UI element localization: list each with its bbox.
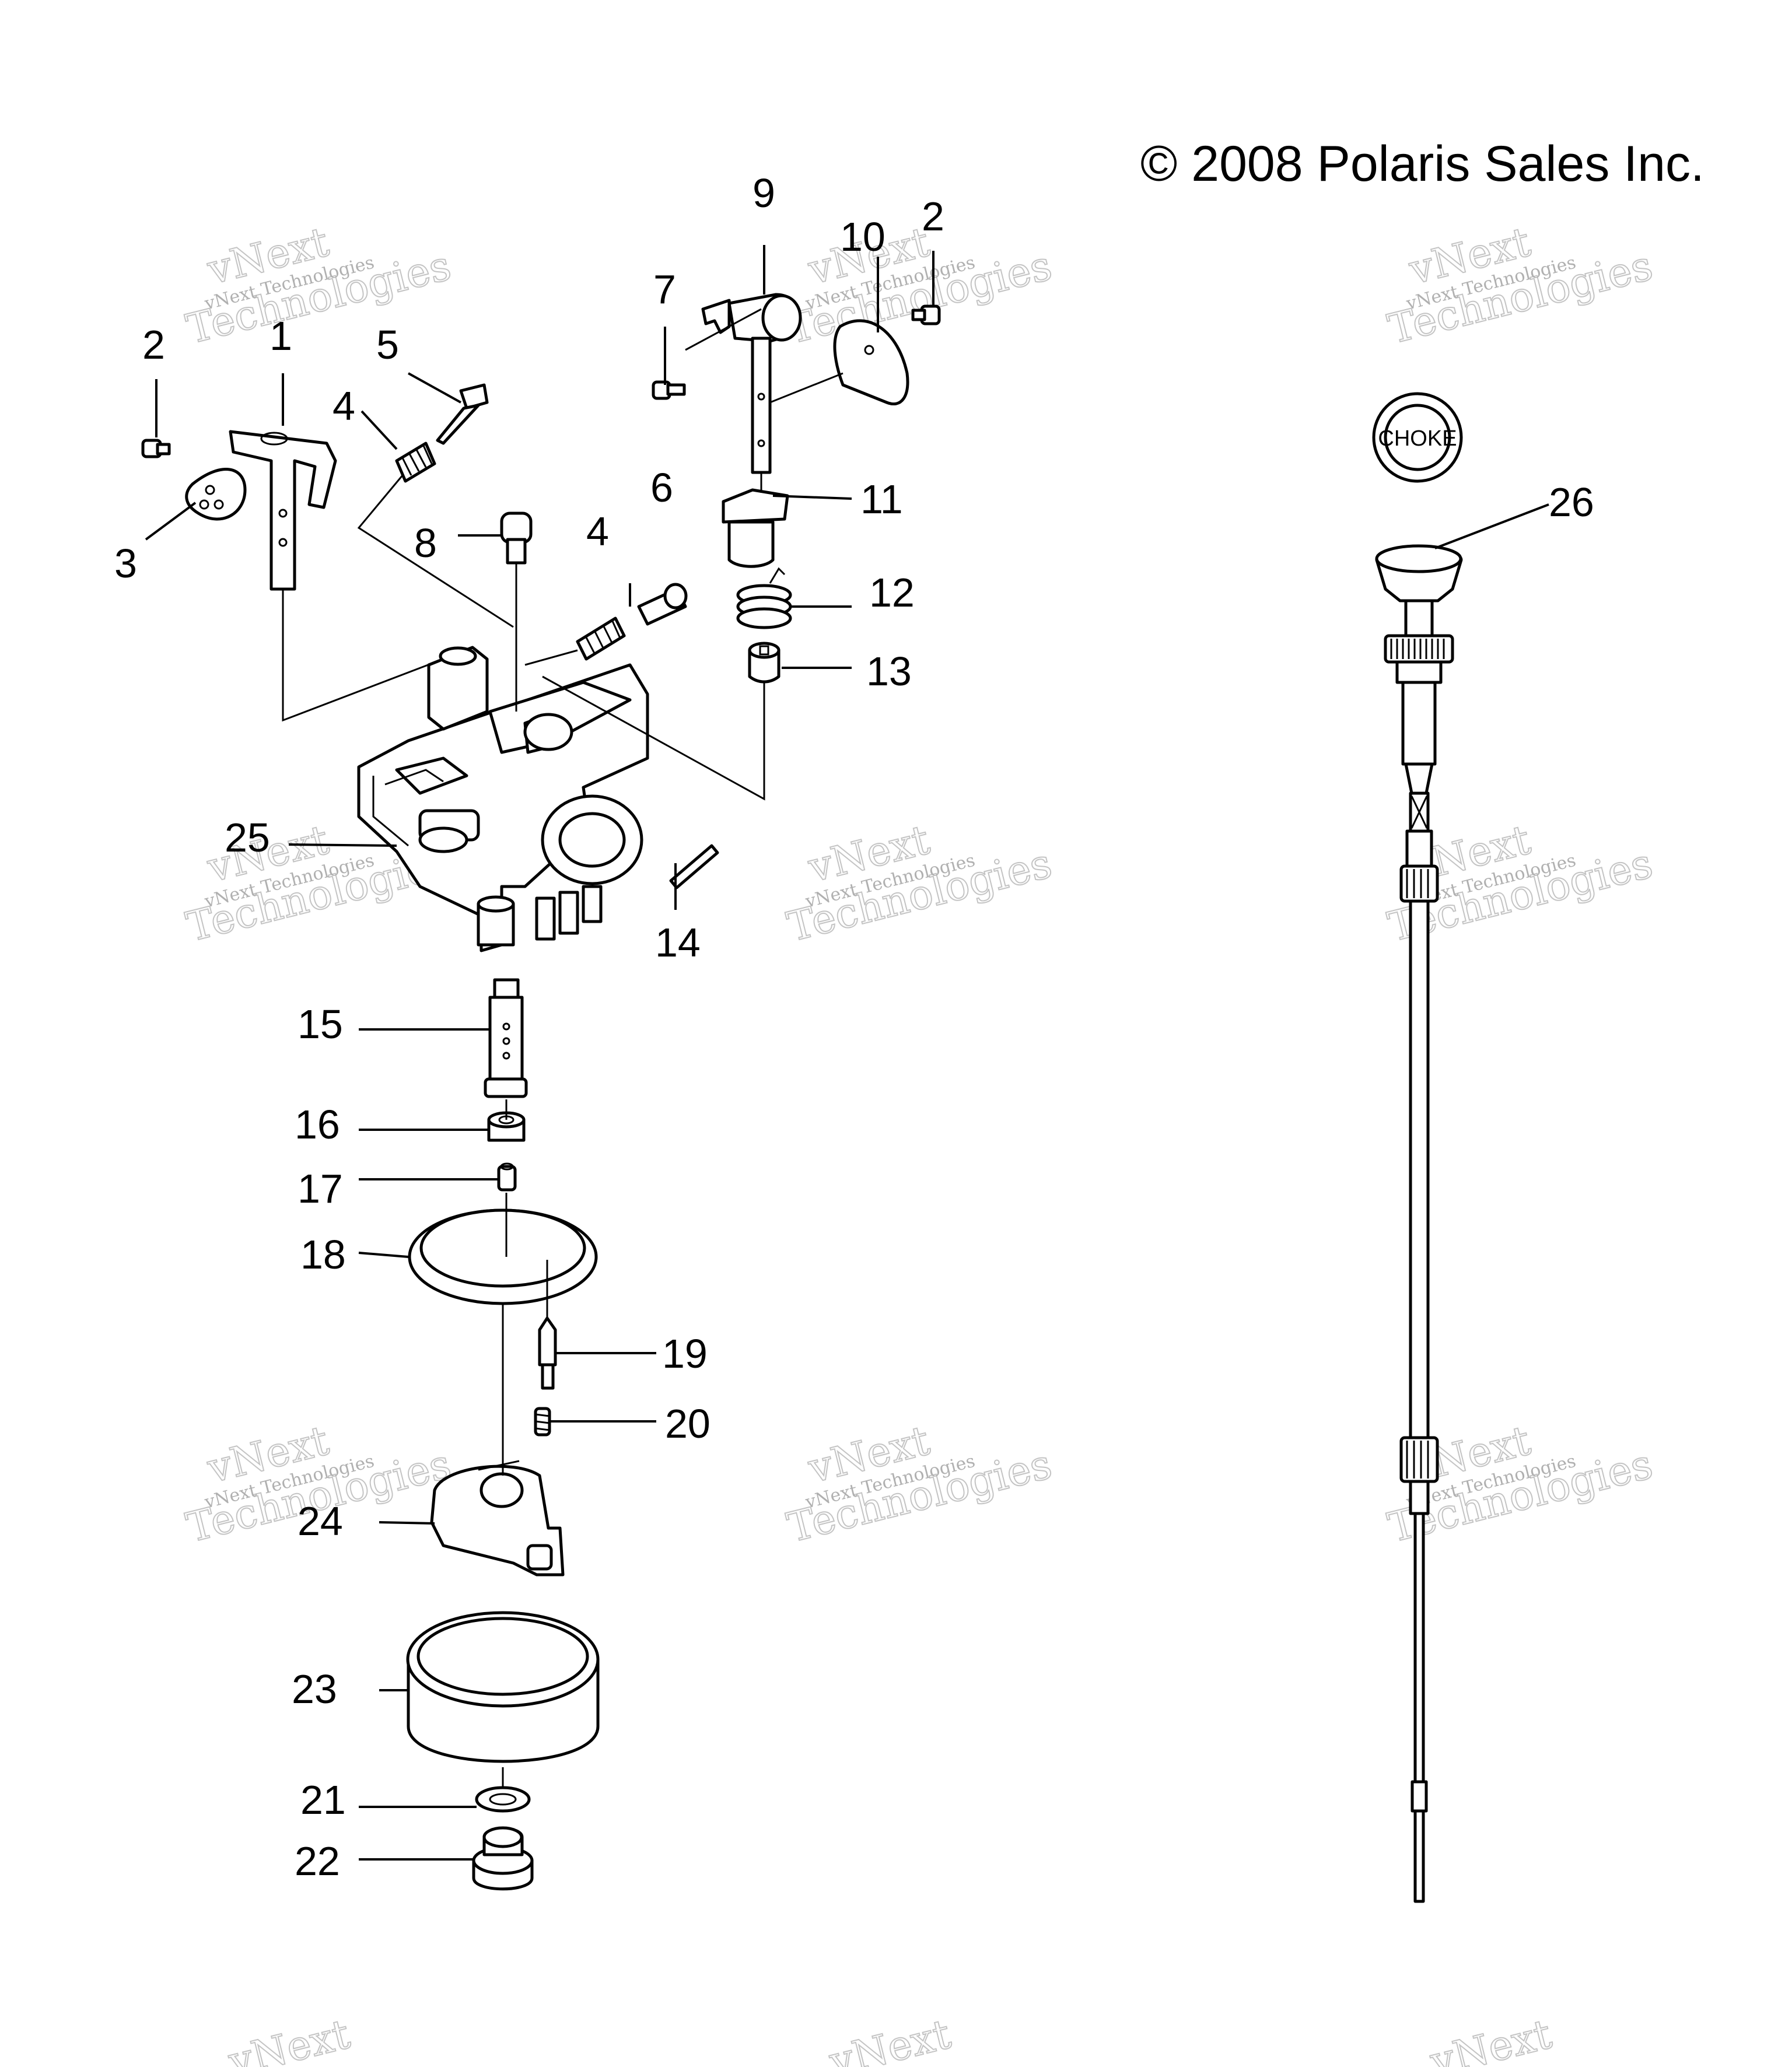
callout-12: 12 xyxy=(869,570,915,615)
part-22-drain-bolt xyxy=(472,1826,534,1891)
part-26-choke-cable xyxy=(1375,544,1463,1903)
callout-23: 23 xyxy=(292,1666,337,1712)
callout-26: 26 xyxy=(1549,479,1594,525)
watermark: vNext xyxy=(824,2009,956,2067)
svg-text:vNext: vNext xyxy=(1425,2010,1556,2067)
callout-11: 11 xyxy=(860,477,903,522)
watermark: vNext Technologies vNext Technologies xyxy=(181,217,456,353)
watermark: vNext Technologies vNext Technologies xyxy=(782,1416,1057,1552)
callout-4-middle: 4 xyxy=(586,509,609,554)
part-25-carburetor-body xyxy=(357,646,649,952)
part-4-spring-upper xyxy=(395,442,436,483)
part-17-main-jet xyxy=(497,1162,517,1192)
watermark: vNext Technologies vNext Technologies xyxy=(782,217,1057,353)
svg-text:vNext: vNext xyxy=(223,2010,354,2067)
part-2-screw-right xyxy=(911,304,941,325)
callout-labels: 1 2 2 3 4 4 5 6 7 8 9 10 11 12 13 14 15 … xyxy=(114,170,1594,1884)
part-23-float-bowl xyxy=(406,1611,600,1763)
part-18-bowl-gasket xyxy=(408,1208,598,1305)
callout-21: 21 xyxy=(300,1777,346,1823)
choke-badge-label: CHOKE xyxy=(1378,426,1457,451)
part-11-choke-lever xyxy=(722,488,789,568)
callout-4-upper: 4 xyxy=(332,383,355,429)
callout-2-left: 2 xyxy=(142,322,165,367)
callout-16: 16 xyxy=(295,1102,340,1147)
callout-1: 1 xyxy=(270,313,292,359)
part-6-screw xyxy=(637,583,688,626)
callout-20: 20 xyxy=(665,1401,710,1446)
choke-badge: CHOKE xyxy=(1372,392,1463,483)
callout-22: 22 xyxy=(295,1838,340,1884)
callout-19: 19 xyxy=(662,1331,708,1376)
part-1-throttle-shaft xyxy=(229,430,337,591)
watermark: vNext xyxy=(223,2009,355,2067)
svg-text:vNext: vNext xyxy=(824,2010,955,2067)
callout-6: 6 xyxy=(650,465,673,510)
part-5-idle-screw xyxy=(436,383,489,445)
part-12-spring xyxy=(736,567,792,629)
part-2-screw-left xyxy=(141,439,171,458)
part-4-spring-middle xyxy=(576,616,626,661)
callout-25: 25 xyxy=(225,815,270,860)
callout-15: 15 xyxy=(298,1001,343,1047)
part-8-screw xyxy=(500,512,533,565)
part-3-throttle-plate xyxy=(185,468,247,521)
callout-8: 8 xyxy=(414,520,437,566)
callout-7: 7 xyxy=(653,267,676,312)
watermark: vNext Technologies vNext Technologies xyxy=(1383,217,1658,353)
callout-2-right: 2 xyxy=(922,194,944,239)
watermark: vNext xyxy=(1424,2009,1556,2067)
copyright-text: © 2008 Polaris Sales Inc. xyxy=(1140,136,1704,192)
callout-5: 5 xyxy=(376,322,399,367)
callout-10: 10 xyxy=(840,214,886,260)
part-10-choke-plate xyxy=(833,319,909,405)
callout-13: 13 xyxy=(866,649,912,694)
callout-17: 17 xyxy=(298,1166,343,1211)
part-13-bushing xyxy=(748,642,780,684)
part-9-choke-shaft xyxy=(701,293,802,474)
leader-lines xyxy=(145,245,1549,1861)
part-15-jet-holder xyxy=(484,978,528,1098)
part-14-pin xyxy=(669,844,719,889)
callout-18: 18 xyxy=(300,1232,346,1277)
watermark: vNext Technologies vNext Technologies xyxy=(782,815,1057,951)
part-7-screw xyxy=(652,380,686,400)
callout-24: 24 xyxy=(298,1498,343,1544)
callout-14: 14 xyxy=(655,920,701,965)
part-20-clip xyxy=(534,1407,551,1437)
part-24-float xyxy=(430,1460,565,1576)
callout-3: 3 xyxy=(114,541,137,586)
part-21-washer xyxy=(475,1786,531,1813)
part-19-needle-valve xyxy=(538,1316,557,1390)
assembly-lines xyxy=(282,308,844,1788)
callout-9: 9 xyxy=(752,170,775,216)
